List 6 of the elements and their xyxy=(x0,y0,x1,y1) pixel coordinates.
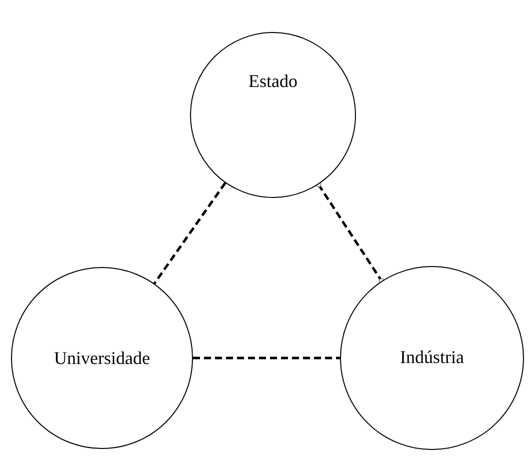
dashed-connector xyxy=(316,182,384,284)
dashed-connector xyxy=(193,356,340,360)
node-label: Estado xyxy=(248,71,298,92)
dashed-connector xyxy=(153,182,226,284)
node-label: Indústria xyxy=(400,347,464,368)
node-label: Universidade xyxy=(54,348,150,369)
